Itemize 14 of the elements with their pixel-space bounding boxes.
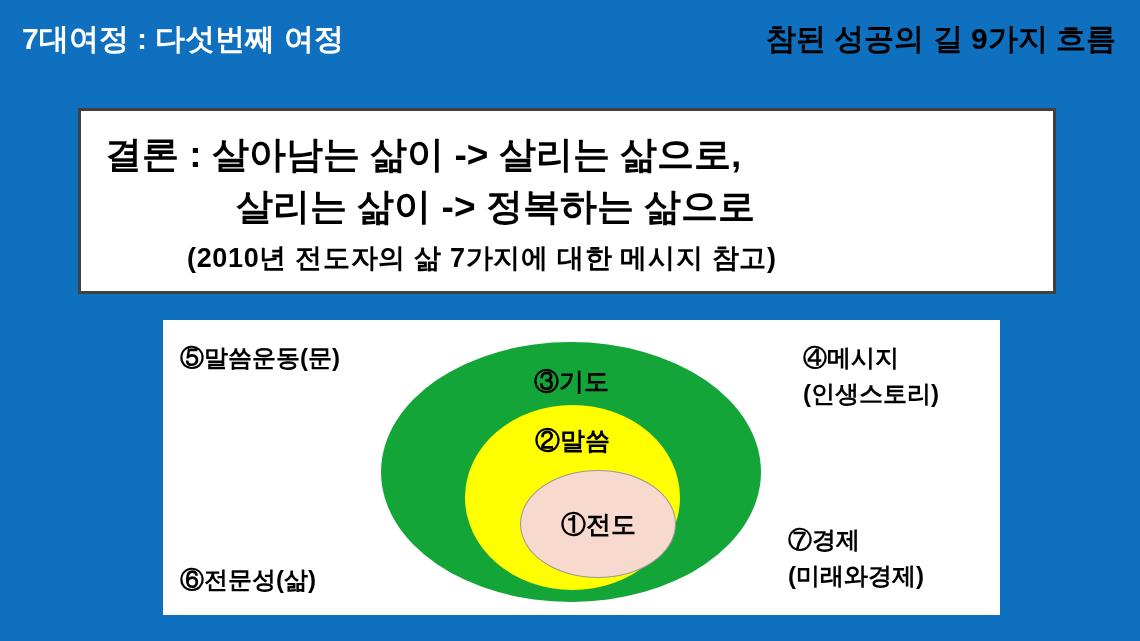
ellipse-label: ①전도 bbox=[560, 509, 636, 539]
conclusion-box bbox=[78, 108, 1056, 294]
corner-label: ⑦경제 (미래와경제) bbox=[788, 525, 925, 591]
corner-label: ⑥전문성(삶) bbox=[180, 565, 317, 595]
corner-label: ⑤말씀운동(문) bbox=[180, 343, 341, 373]
conclusion-text: 결론 : 살아남는 삶이 -> 살리는 삶으로, bbox=[105, 133, 742, 177]
page-subtitle: 참된 성공의 길 9가지 흐름 bbox=[765, 21, 1116, 57]
ellipse-label: ②말씀 bbox=[535, 425, 610, 455]
ellipse-label: ③기도 bbox=[533, 366, 609, 396]
conclusion-text: 살리는 삶이 -> 정복하는 삶으로 bbox=[236, 185, 756, 229]
diagram-panel bbox=[163, 320, 1000, 615]
corner-label: ④메시지 (인생스토리) bbox=[803, 343, 940, 409]
page-title: 7대여정 : 다섯번째 여정 bbox=[22, 21, 344, 57]
conclusion-text: (2010년 전도자의 삶 7가지에 대한 메시지 참고) bbox=[187, 242, 777, 275]
